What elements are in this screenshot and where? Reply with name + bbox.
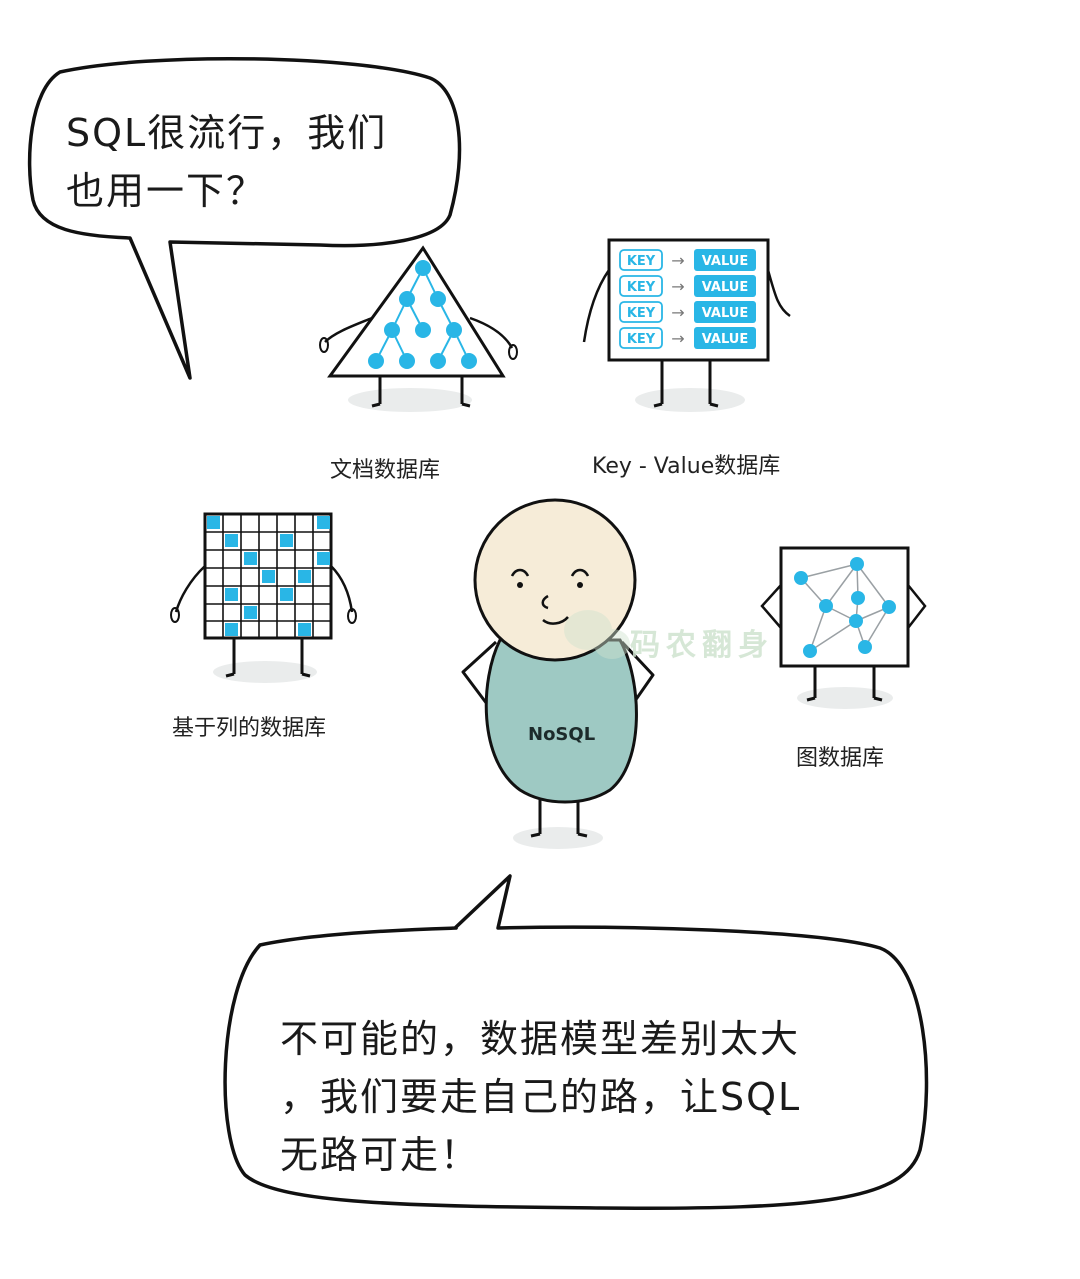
kv-key-label: KEY: [627, 332, 656, 347]
kv-row-3: KEY → VALUE: [619, 301, 756, 323]
kv-row-4: KEY → VALUE: [619, 327, 756, 349]
nosql-character: [461, 498, 655, 849]
document-db-figure: [319, 245, 518, 412]
column-db-caption: 基于列的数据库: [172, 716, 327, 741]
speech-bubble-top-text: SQL很流行，我们 也用一下？: [66, 111, 388, 213]
kv-key-label: KEY: [627, 280, 656, 295]
speech-bubble-bottom-text: 不可能的，数据模型差别太大 ，我们要走自己的路，让SQL 无路可走！: [280, 1017, 802, 1177]
kv-row-2: KEY → VALUE: [619, 275, 756, 297]
column-grid-cells: [207, 516, 330, 636]
kv-value-label: VALUE: [702, 280, 749, 295]
kv-value-label: VALUE: [702, 306, 749, 321]
kv-value-label: VALUE: [702, 332, 749, 347]
kv-key-label: KEY: [627, 254, 656, 269]
speech-bubble-top: [27, 56, 462, 380]
kv-arrow: →: [671, 277, 684, 296]
kv-value-label: VALUE: [702, 254, 749, 269]
document-db-caption: 文档数据库: [330, 458, 441, 483]
speech-bubble-bottom: [223, 874, 929, 1210]
column-db-figure: [170, 512, 357, 683]
kv-key-label: KEY: [627, 306, 656, 321]
nosql-shirt-label: NoSQL: [528, 724, 596, 745]
graph-nodes: [794, 557, 896, 658]
kv-row-1: KEY → VALUE: [619, 249, 756, 271]
kv-arrow: →: [671, 251, 684, 270]
graph-db-figure: [760, 546, 927, 709]
kv-arrow: →: [671, 303, 684, 322]
kv-arrow: →: [671, 329, 684, 348]
graph-db-caption: 图数据库: [796, 746, 885, 771]
watermark-text: 码农翻身: [630, 628, 774, 663]
key-value-db-figure: KEY → VALUE KEY → VALUE KEY → VALUE: [582, 238, 791, 412]
wechat-icon: [564, 610, 630, 659]
key-value-db-caption: Key - Value数据库: [592, 454, 781, 479]
